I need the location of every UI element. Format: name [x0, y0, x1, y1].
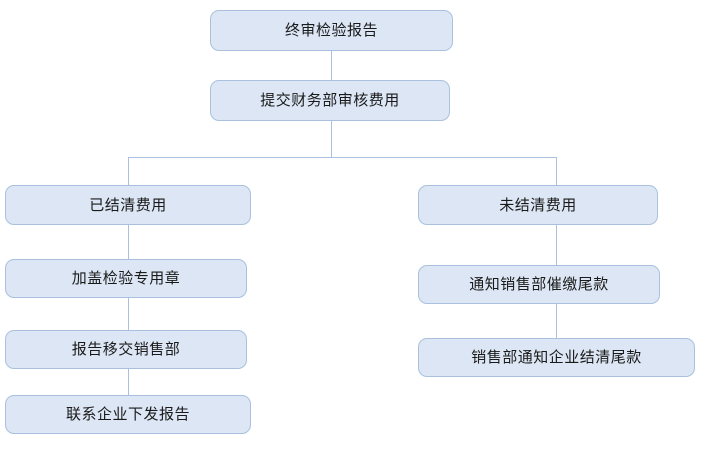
connector-split-bar	[128, 157, 557, 158]
node-submit-finance-review-fee[interactable]: 提交财务部审核费用	[210, 80, 450, 121]
node-notify-sales-collect-balance[interactable]: 通知销售部催缴尾款	[418, 265, 660, 304]
connector-n7-n8	[556, 224, 557, 266]
node-fee-unsettled[interactable]: 未结清费用	[418, 185, 658, 225]
connector-n2-split	[331, 120, 332, 158]
connector-split-n7	[556, 157, 557, 186]
connector-n5-n6	[128, 368, 129, 396]
connector-n8-n9	[556, 303, 557, 339]
connector-split-n3	[128, 157, 129, 186]
node-affix-inspection-seal[interactable]: 加盖检验专用章	[5, 259, 247, 298]
connector-n3-n4	[128, 224, 129, 260]
connector-n4-n5	[128, 297, 129, 331]
node-sales-notify-enterprise-settle-balance[interactable]: 销售部通知企业结清尾款	[418, 338, 695, 377]
node-fee-settled[interactable]: 已结清费用	[5, 185, 251, 225]
node-contact-enterprise-issue-report[interactable]: 联系企业下发报告	[5, 395, 251, 434]
connector-n1-n2	[331, 50, 332, 80]
node-transfer-report-to-sales[interactable]: 报告移交销售部	[5, 330, 247, 369]
node-final-inspection-report[interactable]: 终审检验报告	[210, 10, 453, 51]
